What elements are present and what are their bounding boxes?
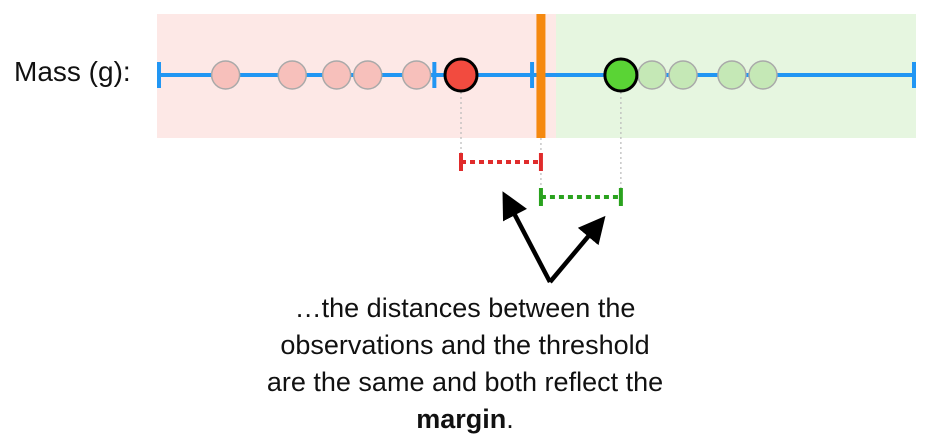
caption-line-3: are the same and both reflect the (266, 367, 664, 397)
red-margin-segment (459, 153, 543, 171)
caption-line-2: observations and the threshold (280, 330, 650, 360)
faded-green-observation (717, 60, 747, 90)
faded-green-observation (637, 60, 667, 90)
arrow-left (502, 191, 552, 284)
caption-line-4: margin. (230, 401, 700, 438)
green-margin-segment (538, 188, 623, 206)
green-edge-observation (603, 57, 639, 93)
faded-green-observation (668, 60, 698, 90)
caption: …the distances between the observations … (230, 290, 700, 438)
faded-observations (210, 60, 778, 90)
caption-tail: . (506, 404, 514, 434)
faded-red-observation (277, 60, 307, 90)
axis-label: Mass (g): (14, 56, 131, 87)
caption-line-1: …the distances between the (294, 293, 636, 323)
arrow-right (548, 215, 606, 284)
caption-emphasis: margin (416, 404, 507, 434)
faded-red-observation (401, 60, 432, 90)
faded-green-observation (748, 60, 778, 90)
faded-red-observation (321, 60, 352, 90)
faded-red-observation (352, 60, 383, 90)
threshold-marker (536, 14, 546, 138)
red-edge-observation (443, 57, 479, 93)
faded-red-observation (210, 60, 241, 90)
